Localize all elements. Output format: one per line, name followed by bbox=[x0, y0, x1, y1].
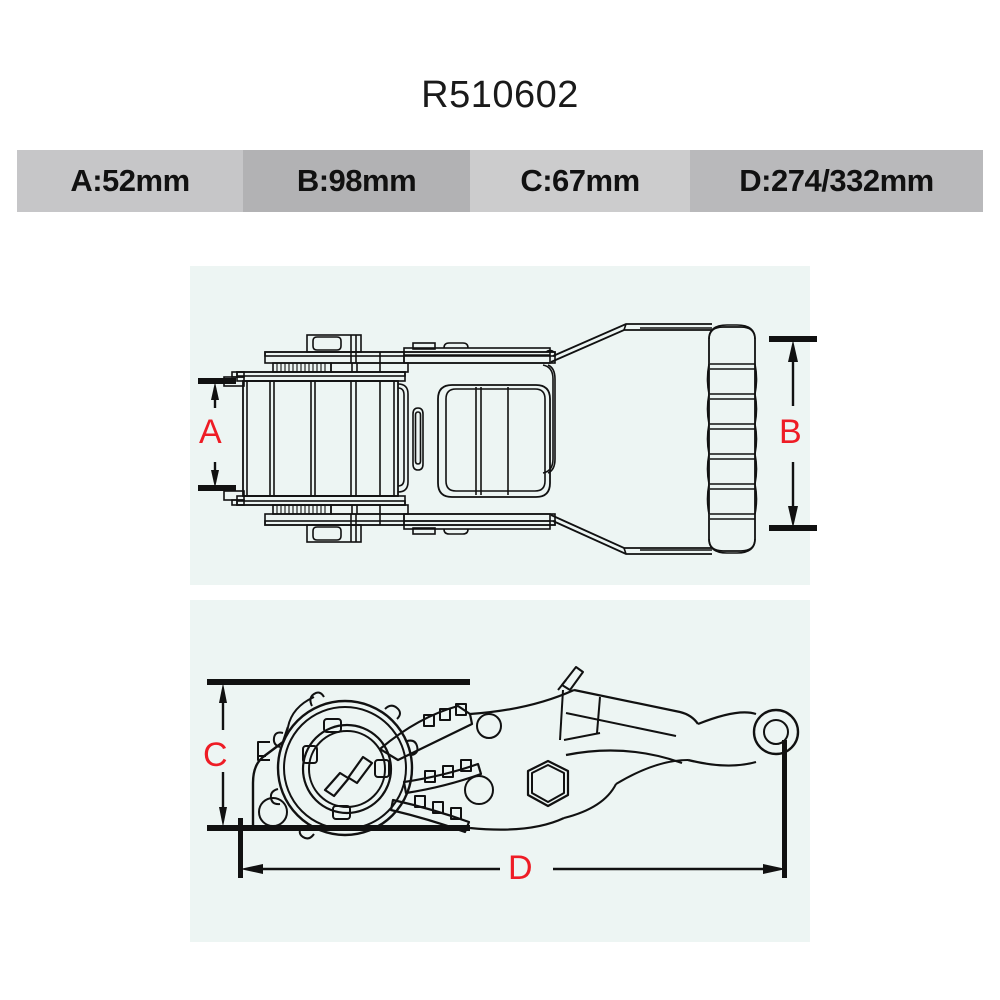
spec-cell-d: D:274/332mm bbox=[690, 150, 983, 212]
drawing-panel-side-view bbox=[190, 600, 810, 942]
dimension-label-c: C bbox=[203, 736, 228, 774]
spec-cell-b: B:98mm bbox=[243, 150, 470, 212]
spec-bar: A:52mm B:98mm C:67mm D:274/332mm bbox=[17, 150, 983, 212]
page-title: R510602 bbox=[421, 74, 579, 116]
dimension-label-d: D bbox=[508, 849, 533, 887]
spec-cell-c: C:67mm bbox=[470, 150, 690, 212]
dimension-label-b: B bbox=[779, 413, 802, 451]
dimension-label-a: A bbox=[199, 413, 222, 451]
drawing-panel-top-view bbox=[190, 266, 810, 585]
spec-cell-a: A:52mm bbox=[17, 150, 243, 212]
